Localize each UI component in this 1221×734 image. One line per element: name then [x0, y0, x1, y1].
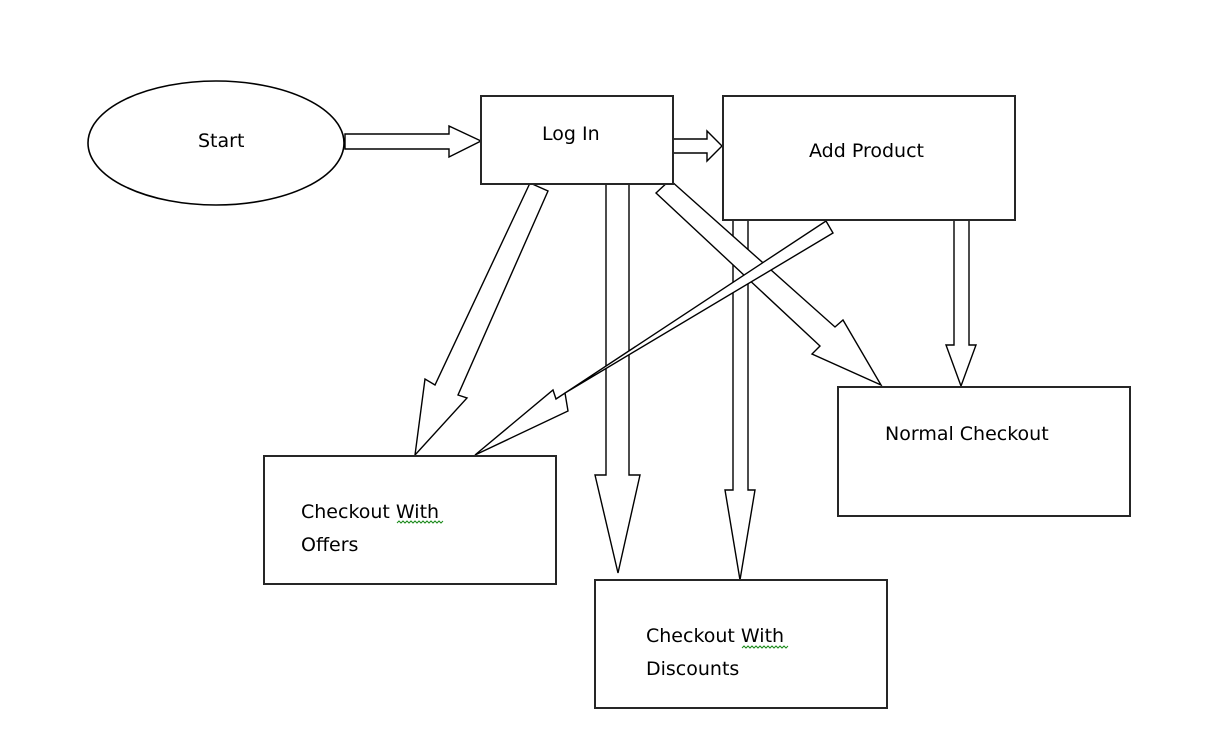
node-checkout-offers: Checkout With Offers [263, 455, 557, 585]
login-label: Log In [542, 123, 600, 145]
add-product-label: Add Product [809, 140, 924, 162]
normal-checkout-label: Normal Checkout [885, 423, 1049, 445]
normal-checkout-box [837, 386, 1131, 517]
node-normal-checkout: Normal Checkout [837, 386, 1131, 517]
arrow-login-to-checkout-discounts [594, 183, 641, 574]
arrows [344, 124, 978, 581]
arrow-start-to-login [344, 124, 483, 159]
arrow-add-product-to-normal-checkout [944, 219, 978, 389]
start-ellipse [87, 80, 345, 206]
arrow-add-product-to-checkout-offers [474, 220, 834, 456]
checkout-discounts-label-line1: Checkout With [646, 625, 784, 647]
spellcheck-underline [396, 520, 444, 524]
node-add-product: Add Product [722, 95, 1016, 221]
checkout-discounts-label-line2: Discounts [646, 658, 739, 680]
node-login: Log In [480, 95, 674, 185]
node-checkout-discounts: Checkout With Discounts [594, 579, 888, 709]
node-start: Start [87, 80, 345, 206]
add-product-box [722, 95, 1016, 221]
spellcheck-underline [741, 645, 789, 649]
login-box [480, 95, 674, 185]
arrow-login-to-normal-checkout [654, 179, 883, 387]
arrow-login-to-add-product [672, 129, 723, 163]
checkout-offers-label-line1: Checkout With [301, 501, 439, 523]
start-label: Start [198, 130, 244, 152]
checkout-offers-label-line2: Offers [301, 534, 358, 556]
checkout-offers-box [263, 455, 557, 585]
checkout-discounts-box [594, 579, 888, 709]
arrow-login-to-checkout-offers [414, 182, 549, 458]
